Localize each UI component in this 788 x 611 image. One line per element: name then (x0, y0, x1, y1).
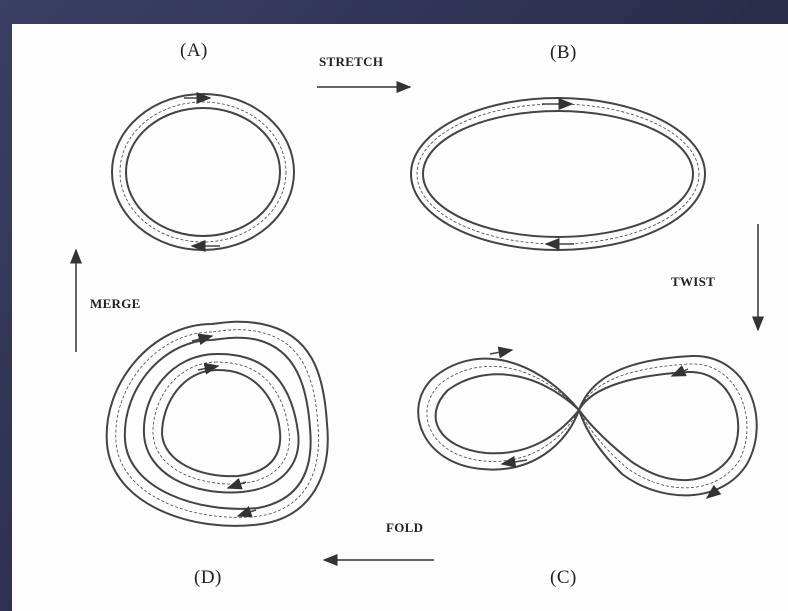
ring-a (112, 94, 294, 250)
flow-arrow-icon (490, 350, 512, 354)
ring-c (418, 350, 756, 498)
ring-d (107, 322, 328, 526)
stretch-label: STRETCH (319, 54, 383, 70)
ring-b (411, 98, 705, 250)
merge-label: MERGE (90, 296, 141, 312)
panel-label-c: (C) (550, 567, 577, 589)
fold-label: FOLD (386, 520, 423, 536)
twist-label: TWIST (671, 274, 715, 290)
diagram-canvas: (A) (B) (C) (D) STRETCH TWIST FOLD MERGE (12, 24, 788, 611)
panel-label-b: (B) (550, 42, 577, 64)
panel-label-a: (A) (180, 40, 208, 62)
flow-arrow-icon (228, 482, 246, 488)
flow-arrow-icon (238, 510, 256, 516)
panel-label-d: (D) (194, 567, 222, 589)
